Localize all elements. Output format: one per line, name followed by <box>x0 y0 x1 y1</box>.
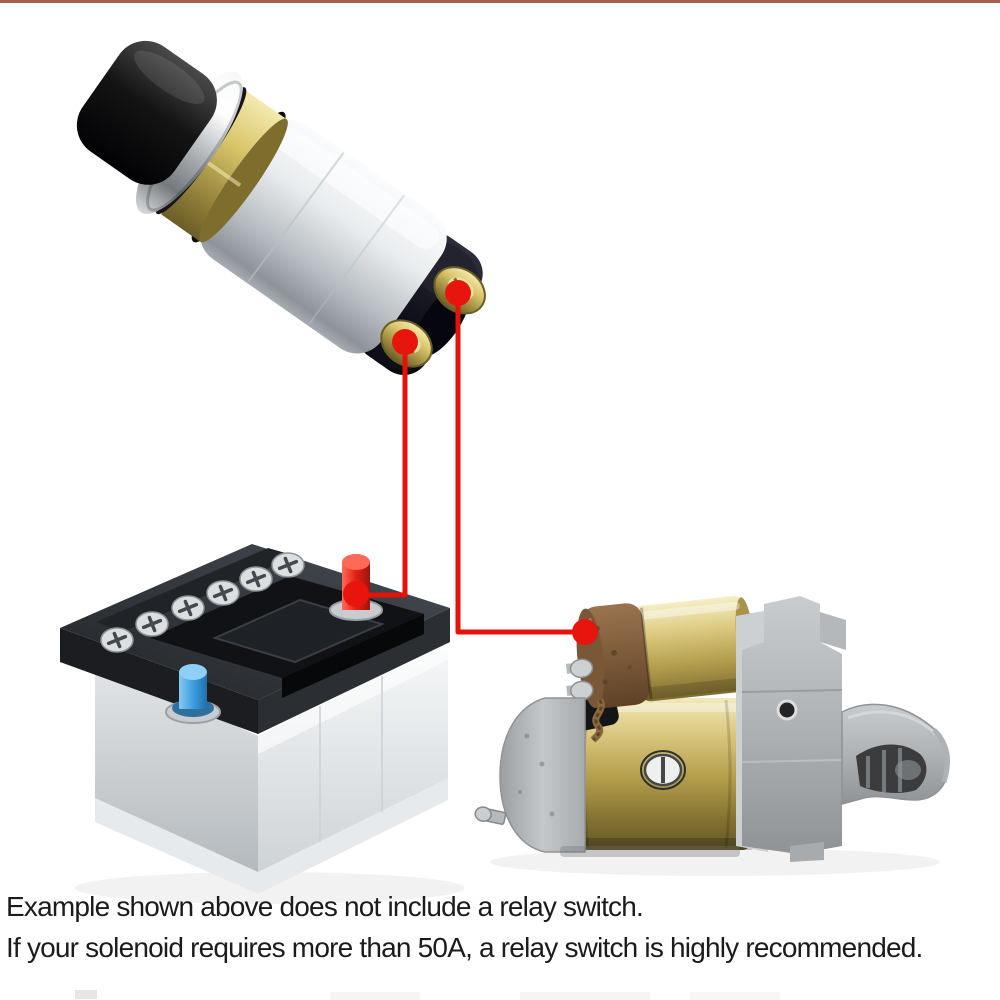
battery-body-left-face <box>95 662 258 872</box>
artifact-blob <box>75 990 97 999</box>
starter-solenoid <box>565 596 756 709</box>
switch-body <box>200 119 447 354</box>
battery-lid-screws <box>100 552 305 653</box>
battery-lid-screw <box>135 611 169 637</box>
battery <box>60 544 465 904</box>
switch-rubber-cap <box>76 40 217 185</box>
starter-gear-cavity <box>856 744 927 793</box>
push-button-switch <box>76 40 486 375</box>
cast-speckle <box>539 761 545 767</box>
switch-body-seam <box>247 152 345 283</box>
cast-speckle <box>524 733 530 739</box>
nose-tip-fold <box>932 728 950 783</box>
gear-shaft <box>895 760 921 780</box>
starter-housing-foot <box>790 842 824 862</box>
starter-end-bolt <box>474 806 507 825</box>
starter-shadow <box>490 848 940 876</box>
battery-lid-screw <box>206 580 240 606</box>
switch-cap-sheen <box>134 50 205 104</box>
cast-speckle <box>549 811 555 817</box>
starter-nose <box>841 703 950 805</box>
terminal-marker-starter-solenoid-terminal <box>572 619 598 645</box>
starter-housing <box>742 596 842 854</box>
starter-end-cap <box>474 697 586 853</box>
starter-housing-bolt-hole <box>776 699 798 721</box>
switch-body-sheen <box>276 127 439 249</box>
starter-housing-bump <box>820 612 846 650</box>
battery-negative-terminal <box>165 664 221 724</box>
rust-speckle <box>627 665 632 670</box>
cylinder-seam <box>724 699 732 849</box>
solenoid-shade <box>639 676 753 701</box>
battery-lid-screw <box>171 595 205 621</box>
wires-layer <box>343 280 598 645</box>
battery-lid-screw <box>239 566 273 592</box>
rust-speckle <box>611 649 618 656</box>
terminal-top <box>342 554 370 570</box>
switch-lock-nut <box>161 91 287 242</box>
cylinder-bottom-shade <box>552 838 752 850</box>
solenoid-braid-texture <box>591 699 603 742</box>
solenoid-terminal-nut <box>569 658 594 679</box>
starter-under-band <box>560 846 740 857</box>
terminal-top <box>179 664 207 680</box>
cast-speckle <box>518 790 522 794</box>
center-screw-ring <box>640 750 686 790</box>
battery-lid-screw <box>100 627 134 653</box>
nose-fin-line <box>847 710 938 736</box>
artifact-blob <box>690 992 780 1000</box>
wire-switch-terminal-upper-to-starter-solenoid-terminal <box>455 295 585 635</box>
artifact-blob <box>330 992 420 1000</box>
solenoid-sheen <box>636 601 740 620</box>
solenoid-cap-rim <box>639 607 653 700</box>
battery-base <box>95 776 448 894</box>
starter-housing-groove <box>741 689 843 693</box>
battery-lid-screw <box>271 552 305 578</box>
caption-line-2: If your solenoid requires more than 50A,… <box>6 932 923 963</box>
battery-body-right-face <box>258 642 448 872</box>
switch-lock-nut-edge <box>199 118 288 243</box>
caption: Example shown above does not include a r… <box>6 886 998 968</box>
artifact-blob <box>520 992 650 1000</box>
bottom-artifacts <box>75 990 780 1000</box>
starter-housing-step <box>741 759 843 763</box>
terminal-marker-battery-positive-terminal <box>343 581 369 607</box>
wire-switch-terminal-lower-to-battery-positive-terminal <box>356 344 408 598</box>
starter-main-cylinder <box>552 698 752 850</box>
rust-speckle <box>602 679 608 685</box>
top-border <box>0 0 1000 3</box>
battery-lid-panel-step <box>282 614 424 698</box>
caption-line-1: Example shown above does not include a r… <box>6 891 644 922</box>
solenoid-cylinder <box>632 596 752 702</box>
switch-body-seam <box>308 194 405 325</box>
battery-body-highlight <box>258 642 448 754</box>
starter-motor <box>474 596 950 876</box>
terminal-marker-switch-terminal-upper <box>445 280 471 306</box>
terminal-marker-switch-terminal-lower <box>392 329 418 355</box>
